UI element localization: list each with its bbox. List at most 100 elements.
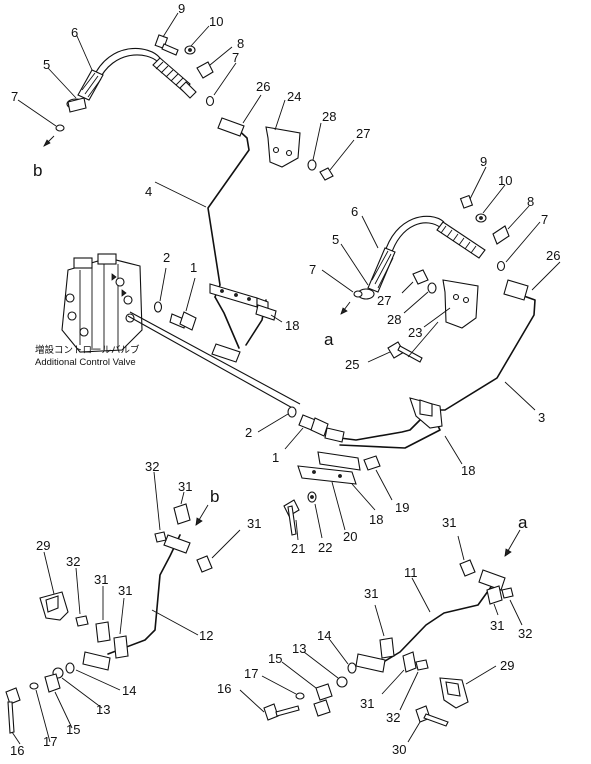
clamp-31-d bbox=[173, 503, 191, 525]
bracket-23 bbox=[423, 279, 479, 329]
oring-14-left bbox=[65, 662, 75, 674]
ref-letter-a: a bbox=[518, 513, 528, 532]
spacer-32-b bbox=[75, 615, 89, 627]
callout-1: 1 bbox=[190, 260, 197, 275]
clamp-31-f bbox=[486, 585, 503, 605]
callout-27: 27 bbox=[377, 293, 391, 308]
callout-13: 13 bbox=[96, 702, 110, 717]
pipe-3 bbox=[324, 261, 561, 449]
control-valve-body bbox=[61, 253, 143, 353]
pipe-11 bbox=[355, 569, 506, 673]
nut-27-right bbox=[412, 269, 429, 285]
callout-2: 2 bbox=[245, 425, 252, 440]
callout-29: 29 bbox=[500, 658, 514, 673]
callout-7: 7 bbox=[541, 212, 548, 227]
oring-7-left bbox=[55, 124, 65, 132]
callout-labels: 1 1 2 2 3 4 5 5 6 6 7 7 7 7 8 8 9 9 10 1… bbox=[10, 1, 560, 758]
callout-9: 9 bbox=[480, 154, 487, 169]
callout-28: 28 bbox=[322, 109, 336, 124]
callout-23: 23 bbox=[408, 325, 422, 340]
callout-18: 18 bbox=[369, 512, 383, 527]
callout-31: 31 bbox=[360, 696, 374, 711]
clamp-31-c bbox=[113, 635, 129, 659]
clamp-31-h bbox=[402, 651, 417, 673]
callout-32: 32 bbox=[145, 459, 159, 474]
callout-2: 2 bbox=[163, 250, 170, 265]
clamp-18-upper bbox=[209, 283, 283, 323]
callout-9: 9 bbox=[178, 1, 185, 16]
ref-letter-a: a bbox=[324, 330, 334, 349]
clamp-31-g bbox=[379, 637, 395, 659]
spacer-32-d bbox=[415, 659, 429, 671]
callout-30: 30 bbox=[392, 742, 406, 757]
callout-7: 7 bbox=[232, 50, 239, 65]
callout-16: 16 bbox=[10, 743, 24, 758]
washer-17-right bbox=[295, 692, 305, 700]
callout-24: 24 bbox=[287, 89, 301, 104]
clamp-31-b bbox=[95, 621, 111, 643]
hose-assembly-top-right bbox=[321, 166, 541, 315]
callout-31: 31 bbox=[94, 572, 108, 587]
nut-27-top bbox=[319, 167, 334, 181]
callout-10: 10 bbox=[209, 14, 223, 29]
caption-english: Additional Control Valve bbox=[35, 357, 136, 368]
pipe-4 bbox=[154, 117, 267, 363]
callout-8: 8 bbox=[237, 36, 244, 51]
callout-27: 27 bbox=[356, 126, 370, 141]
spacer-32-a bbox=[154, 531, 167, 543]
callout-20: 20 bbox=[343, 529, 357, 544]
elbow-8 bbox=[196, 61, 214, 79]
clamp-18-lower bbox=[297, 451, 376, 511]
clamp-18-right bbox=[409, 397, 463, 465]
callout-10: 10 bbox=[498, 173, 512, 188]
callout-7: 7 bbox=[11, 89, 18, 104]
oring-14-right bbox=[347, 662, 357, 674]
ref-letter-b: b bbox=[33, 161, 42, 180]
elbow-15-right-b bbox=[313, 699, 331, 717]
bracket-29-right bbox=[439, 665, 497, 709]
callout-6: 6 bbox=[351, 204, 358, 219]
bolt-16-left bbox=[5, 687, 21, 745]
washer-28-top bbox=[307, 159, 317, 171]
callout-21: 21 bbox=[291, 541, 305, 556]
adapter-1-lower bbox=[284, 414, 329, 450]
hose-assembly-top-left bbox=[17, 12, 237, 147]
spacer-19 bbox=[363, 455, 381, 471]
caption-japanese: 増設コントロールバルブ bbox=[35, 344, 140, 356]
callout-18: 18 bbox=[461, 463, 475, 478]
callout-14: 14 bbox=[317, 628, 331, 643]
washer-17-left bbox=[29, 682, 39, 690]
callout-1: 1 bbox=[272, 450, 279, 465]
seal-13-right bbox=[336, 676, 348, 688]
callout-29: 29 bbox=[36, 538, 50, 553]
callout-15: 15 bbox=[268, 651, 282, 666]
pipe-12 bbox=[82, 534, 199, 671]
hose-ferrule-left bbox=[77, 69, 104, 101]
callout-11: 11 bbox=[404, 565, 418, 580]
bolt-25 bbox=[367, 321, 439, 363]
callout-31: 31 bbox=[247, 516, 261, 531]
oring-2-lower bbox=[287, 406, 297, 418]
callout-8: 8 bbox=[527, 194, 534, 209]
elbow-15-left bbox=[44, 673, 61, 693]
callout-5: 5 bbox=[332, 232, 339, 247]
hose-ferrule-right bbox=[152, 57, 197, 99]
callout-22: 22 bbox=[318, 540, 332, 555]
callout-31: 31 bbox=[442, 515, 456, 530]
bolt-30 bbox=[407, 705, 449, 743]
callout-26: 26 bbox=[546, 248, 560, 263]
oring-2-upper bbox=[153, 301, 163, 313]
callout-31: 31 bbox=[178, 479, 192, 494]
callout-32: 32 bbox=[386, 710, 400, 725]
callout-32: 32 bbox=[518, 626, 532, 641]
bracket-29-left bbox=[39, 551, 69, 621]
washer-28-right bbox=[427, 282, 437, 294]
callout-5: 5 bbox=[43, 57, 50, 72]
callout-28: 28 bbox=[387, 312, 401, 327]
bracket-24 bbox=[265, 99, 301, 168]
callout-6: 6 bbox=[71, 25, 78, 40]
clamp-31-e bbox=[459, 559, 476, 577]
elbow-15-right bbox=[315, 683, 333, 701]
callout-13: 13 bbox=[292, 641, 306, 656]
callout-3: 3 bbox=[538, 410, 545, 425]
